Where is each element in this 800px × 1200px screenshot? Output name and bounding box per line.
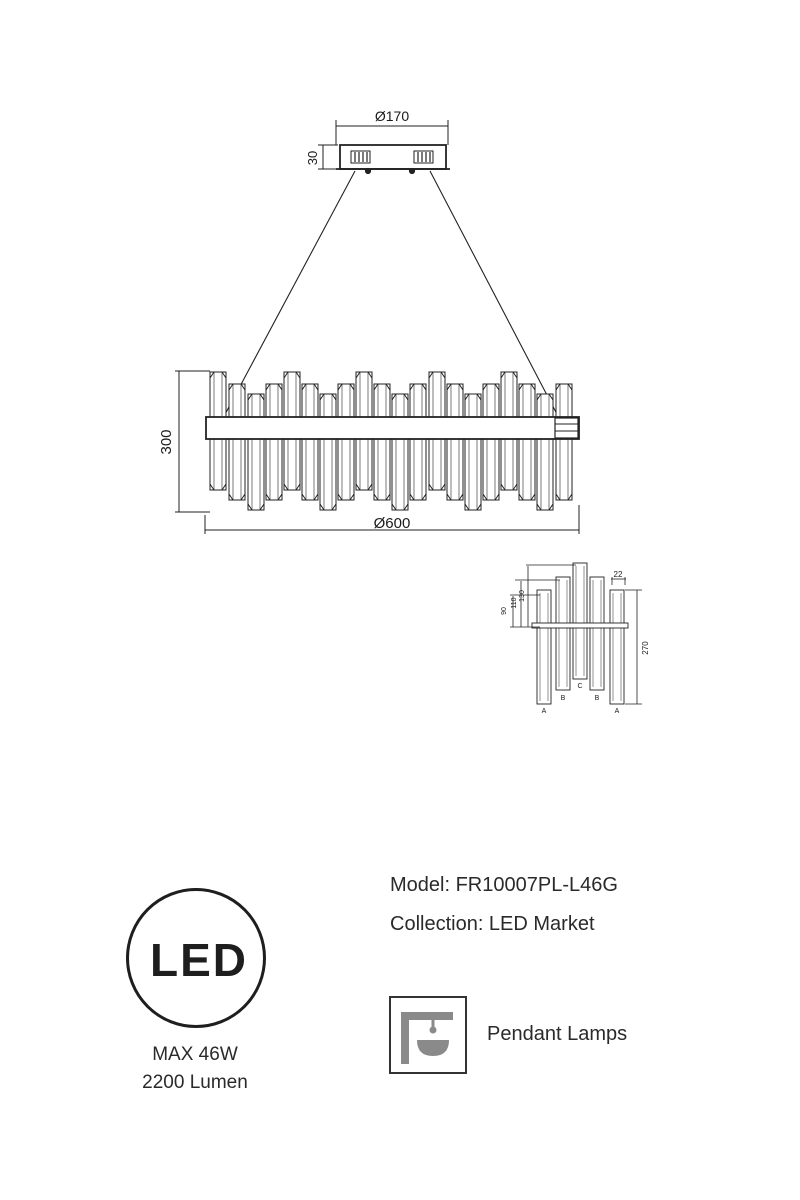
canopy (336, 144, 450, 175)
category-label: Pendant Lamps (487, 1023, 628, 1045)
body-height-label: 300 (158, 429, 175, 454)
led-logo-text: LED (150, 934, 248, 986)
crystal-rod (247, 393, 265, 511)
canopy-dimensions (318, 120, 449, 170)
crystal-rod (464, 393, 482, 511)
crystal-rod (482, 383, 500, 501)
crystal-rod (319, 393, 337, 511)
collection-label: Collection: LED Market (390, 913, 595, 935)
crystal-rod (373, 383, 391, 501)
detail-dimensions (510, 564, 642, 705)
detail-crystal-label: A (542, 708, 547, 715)
technical-drawing: Ø170 30 300 Ø600 (158, 108, 650, 715)
crystal-rod (536, 393, 554, 511)
led-logo-icon: LED (150, 934, 248, 986)
pendant-lamp-icon (401, 1012, 453, 1064)
detail-crystal (589, 576, 605, 691)
crystal-rod (228, 383, 246, 501)
detail-offset-130-label: 130 (519, 590, 526, 602)
detail-crystal (572, 562, 588, 680)
model-label: Model: FR10007PL-L46G (390, 874, 618, 896)
body-dimensions (175, 370, 580, 534)
suspension-cables (221, 170, 561, 421)
detail-offset-90-label: 90 (501, 607, 508, 615)
canopy-height-label: 30 (305, 151, 320, 165)
lumen-label: 2200 Lumen (142, 1072, 248, 1093)
category-icon-box (389, 996, 467, 1074)
canopy-vents-left (350, 150, 371, 164)
main-bar (205, 416, 580, 440)
detail-crystal-label: C (577, 683, 582, 690)
crystal-detail-drawing (531, 562, 629, 705)
detail-offset-110-label: 110 (511, 597, 518, 608)
max-power-label: MAX 46W (152, 1044, 238, 1065)
detail-crystal-label: A (615, 708, 620, 715)
detail-crystal (536, 589, 552, 705)
crystal-rod (409, 383, 427, 501)
crystal-rod (446, 383, 464, 501)
crystal-rod (391, 393, 409, 511)
detail-width-label: 22 (614, 570, 623, 579)
canopy-diameter-label: Ø170 (375, 108, 409, 124)
crystal-rod (555, 383, 573, 501)
detail-length-label: 270 (641, 641, 650, 655)
led-badge: LED (126, 888, 266, 1028)
detail-crystal-label: B (561, 695, 566, 702)
detail-bar (531, 622, 629, 629)
crystal-rod (337, 383, 355, 501)
detail-crystal (609, 589, 625, 705)
canopy-vents-right (413, 150, 434, 164)
crystal-rods (209, 371, 573, 511)
crystal-rod (265, 383, 283, 501)
detail-crystal-label: B (595, 695, 600, 702)
crystal-rod (301, 383, 319, 501)
crystal-rod (518, 383, 536, 501)
detail-crystal (555, 576, 571, 691)
body-diameter-label: Ø600 (374, 515, 411, 532)
